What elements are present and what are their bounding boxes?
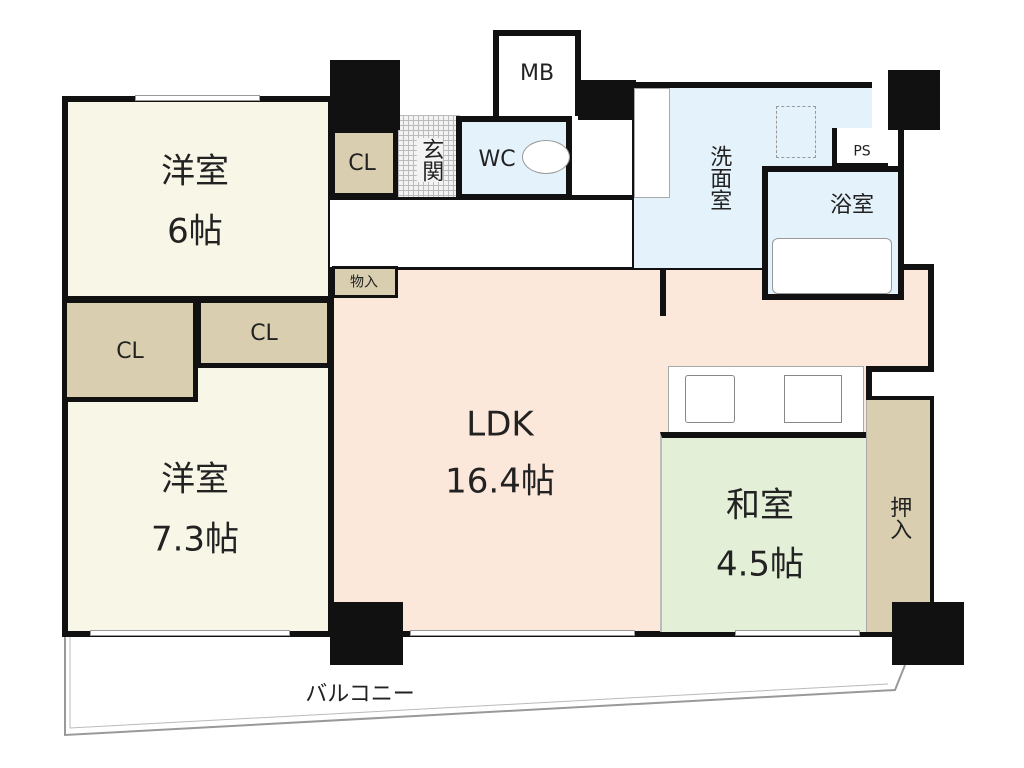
meter-box-label: MB [519,60,555,86]
western-room-2-size: 7.3帖 [150,519,240,560]
balcony-label: バルコニー [305,681,415,707]
kitchen-counter [668,366,864,434]
western-room-2-name: 洋室 [161,459,229,500]
japanese-room [660,432,866,632]
bathroom-label: 浴室 [829,192,875,218]
ldk-name: LDK [466,404,534,445]
western-room-1 [62,96,334,302]
small-cabinet [866,366,934,402]
storage [332,266,398,298]
washer-space-icon [776,106,816,158]
japanese-room-name: 和室 [726,485,794,526]
stove-icon [784,375,842,423]
column [330,60,400,130]
column [888,70,940,130]
meter-box [493,30,581,116]
western-room-1-size: 6帖 [167,211,223,252]
partition-wall [660,268,666,316]
window [735,630,860,636]
pipe-space [832,128,888,168]
oshiire [866,400,930,632]
japanese-room-size: 4.5帖 [715,544,805,585]
western-room-1-name: 洋室 [161,151,229,192]
washbasin-icon [634,88,670,198]
wall [898,128,904,298]
toilet-icon [522,140,570,174]
bathtub-icon [772,238,892,294]
closet-1-label: CL [116,338,144,364]
closet-1 [62,298,198,402]
window [410,630,635,636]
washroom-label: 洗面室 [706,145,732,211]
column [330,602,403,665]
western-room-2 [62,365,334,637]
closet-3-label: CL [348,150,376,176]
sink-icon [685,375,735,423]
closet-3 [330,128,398,198]
column [892,602,964,665]
window [90,630,290,636]
storage-label: 物入 [350,274,378,291]
closet-2-label: CL [250,320,278,346]
entrance-label: 玄関 [416,138,444,182]
ldk-size: 16.4帖 [445,461,555,502]
pipe-space-label: PS [853,143,871,160]
oshiire-label: 押入 [886,496,912,540]
window [135,95,260,101]
wall-block [578,80,636,120]
toilet-label: WC [478,146,516,172]
